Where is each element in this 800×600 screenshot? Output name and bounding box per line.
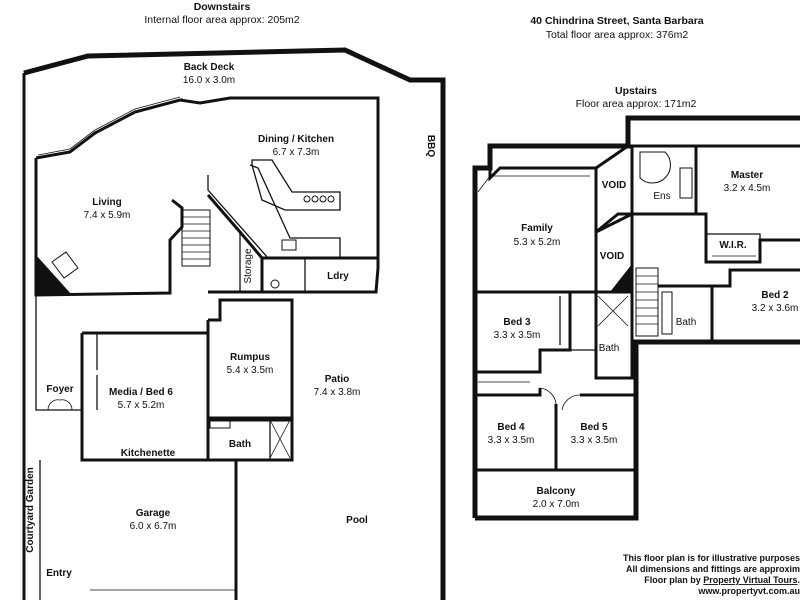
pool-name: Pool — [346, 515, 368, 526]
void-corner — [610, 264, 632, 292]
storage-name: Storage — [243, 248, 254, 283]
upstairs-staircase — [635, 267, 659, 337]
rumpus-name: Rumpus — [230, 352, 270, 363]
bed2-dims: 3.2 x 3.6m — [752, 303, 799, 314]
family-name: Family — [521, 223, 553, 234]
upstairs-plan — [472, 115, 800, 521]
ensuite-vanity — [679, 167, 693, 199]
disclaimer: This floor plan is for illustrative purp… — [623, 553, 800, 596]
bed4-name: Bed 4 — [497, 422, 525, 433]
address: 40 Chindrina Street, Santa Barbara — [530, 15, 703, 27]
disclaimer-url[interactable]: www.propertyvt.com.au — [697, 586, 800, 596]
living-name: Living — [92, 197, 121, 208]
master-name: Master — [731, 170, 763, 181]
bed3-wall — [475, 290, 572, 374]
bath-wall — [208, 416, 294, 462]
upstairs-right-wall — [475, 339, 800, 521]
back-deck-dims: 16.0 x 3.0m — [183, 75, 235, 86]
master-dims: 3.2 x 4.5m — [724, 183, 771, 194]
bath-mid-x2 — [597, 295, 629, 327]
downstairs-title: Downstairs — [194, 1, 251, 13]
downstairs-area: Internal floor area approx: 205m2 — [144, 14, 299, 26]
bed4-wall — [475, 388, 542, 397]
bed5-door — [561, 394, 581, 411]
fireplace-hearth — [51, 251, 79, 279]
bath-mid-wall — [594, 290, 634, 380]
family-dims: 5.3 x 5.2m — [514, 237, 561, 248]
dining-kitchen-name: Dining / Kitchen — [258, 134, 334, 145]
living-dining-wall — [35, 96, 380, 268]
patio-name: Patio — [325, 374, 349, 385]
media-name: Media / Bed 6 — [109, 387, 173, 398]
dining-kitchen-dims: 6.7 x 7.3m — [273, 147, 320, 158]
balcony-dims: 2.0 x 7.0m — [533, 499, 580, 510]
bed4-dims: 3.3 x 3.5m — [488, 435, 535, 446]
disclaimer-suffix: . — [797, 575, 800, 585]
bath-mid-name: Bath — [599, 343, 620, 354]
kitchenette-name: Kitchenette — [121, 448, 176, 459]
disclaimer-line2: All dimensions and fittings are approxim — [626, 564, 800, 574]
living-top-line — [37, 96, 181, 156]
downstairs-plan — [22, 47, 446, 600]
upstairs-outer-wall — [472, 115, 800, 518]
balcony-name: Balcony — [537, 486, 576, 497]
staircase — [181, 209, 211, 267]
foyer-name: Foyer — [46, 384, 73, 395]
bath-right-name: Bath — [676, 317, 697, 328]
bath-right-tub — [661, 291, 673, 335]
cooktop — [303, 195, 335, 203]
garage-dims: 6.0 x 6.7m — [130, 521, 177, 532]
living-dims: 7.4 x 5.9m — [84, 210, 131, 221]
bed3-name: Bed 3 — [503, 317, 531, 328]
void-top-name: VOID — [602, 180, 626, 191]
kitchen-island — [251, 159, 341, 211]
bed5-dims: 3.3 x 3.5m — [571, 435, 618, 446]
kitchen-bench — [207, 164, 341, 259]
bed2-wall — [712, 268, 800, 288]
family-inner-line — [477, 175, 590, 193]
disclaimer-line3: Floor plan by Property Virtual Tours. — [644, 575, 800, 585]
upstairs-title: Upstairs — [615, 85, 657, 97]
bed4-door — [539, 387, 557, 405]
void-top-wall — [595, 144, 634, 234]
fireplace — [36, 255, 72, 295]
bath-vanity — [209, 419, 231, 429]
total-area: Total floor area approx: 376m2 — [546, 29, 689, 41]
media-dims: 5.7 x 5.2m — [118, 400, 165, 411]
disclaimer-prefix: Floor plan by — [644, 575, 703, 585]
wir-wall — [706, 233, 761, 262]
laundry-name: Ldry — [327, 271, 349, 282]
ensuite-wall — [632, 144, 698, 216]
outer-wall — [23, 47, 446, 600]
entry-name: Entry — [46, 568, 72, 579]
void-bottom-name: VOID — [600, 251, 624, 262]
bbq-name: BBQ — [425, 135, 436, 157]
bed3-dims: 3.3 x 3.5m — [494, 330, 541, 341]
bed2-name: Bed 2 — [761, 290, 789, 301]
upstairs-area: Floor area approx: 171m2 — [576, 98, 697, 110]
living-left-wall — [34, 158, 184, 297]
disclaimer-link[interactable]: Property Virtual Tours — [703, 575, 797, 585]
patio-dims: 7.4 x 3.8m — [314, 387, 361, 398]
bed5-name: Bed 5 — [580, 422, 608, 433]
shower-x2 — [269, 419, 291, 459]
bath-down-name: Bath — [229, 439, 251, 450]
back-deck-name: Back Deck — [184, 62, 235, 73]
ensuite-bath — [639, 151, 671, 184]
kitchen-sink — [281, 239, 297, 251]
garage-name: Garage — [136, 508, 171, 519]
courtyard-name: Courtyard Garden — [25, 467, 36, 553]
laundry-wall — [262, 256, 380, 294]
rumpus-dims: 5.4 x 3.5m — [227, 365, 274, 376]
master-lower-wall — [696, 212, 800, 264]
ensuite-name: Ens — [653, 191, 670, 202]
disclaimer-line1: This floor plan is for illustrative purp… — [623, 553, 800, 563]
wc — [270, 279, 280, 289]
wir-name: W.I.R. — [719, 240, 746, 251]
foyer-door-arc — [47, 399, 73, 411]
